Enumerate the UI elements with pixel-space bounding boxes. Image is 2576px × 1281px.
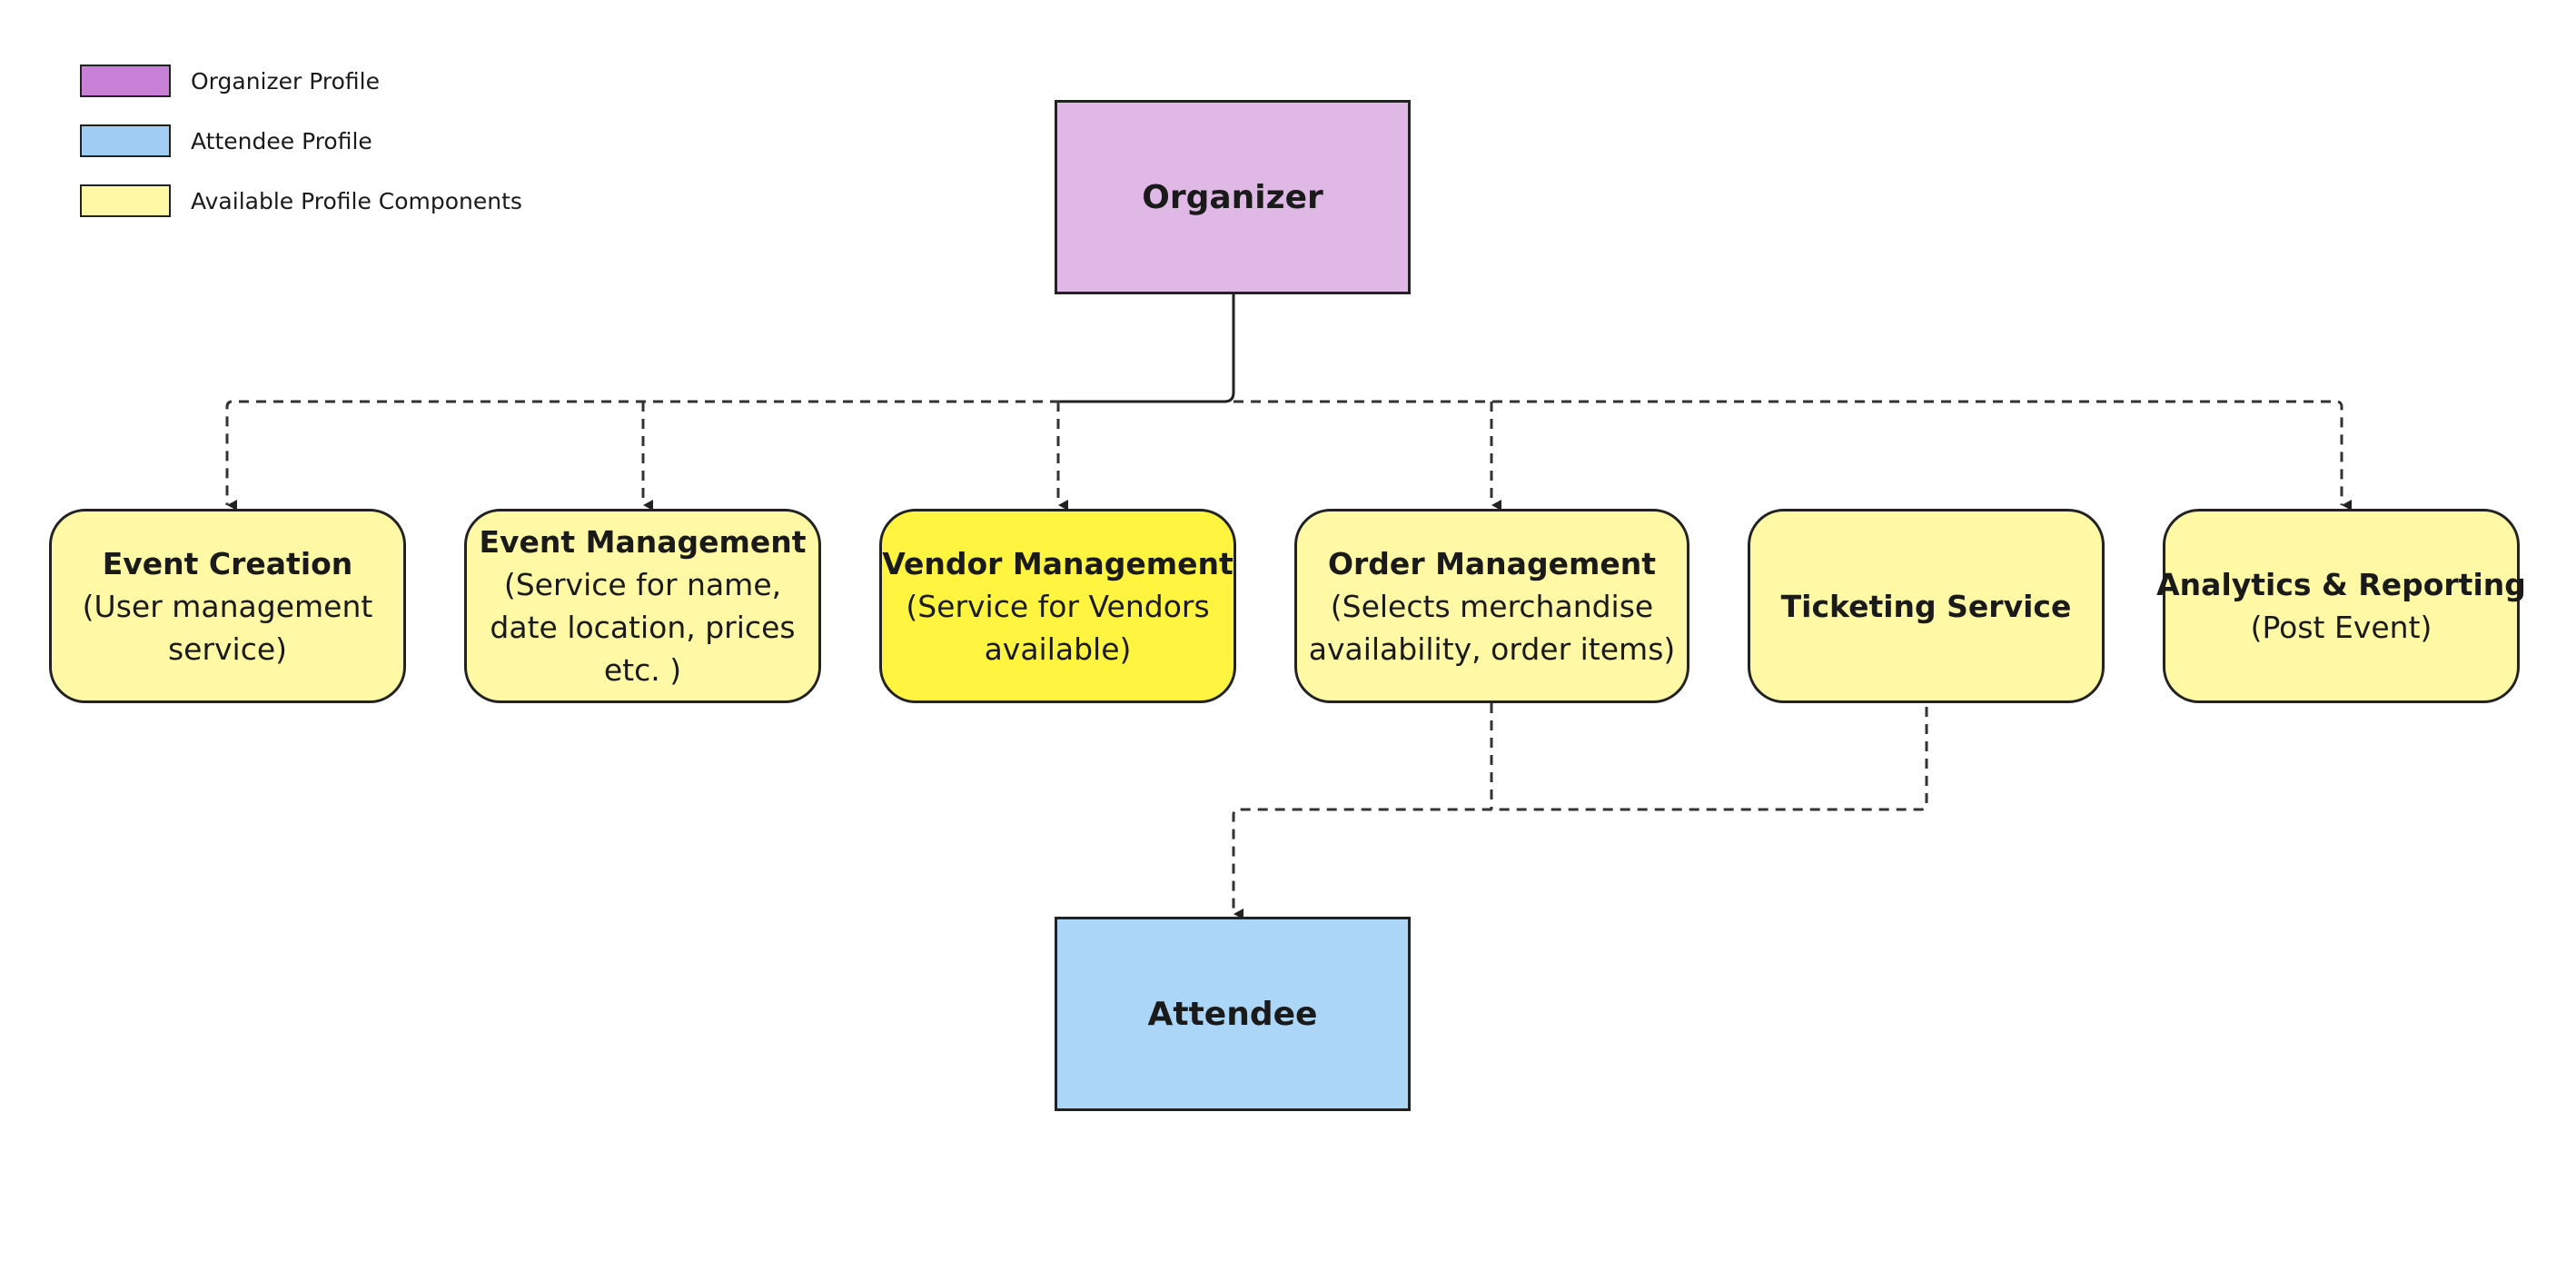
legend-swatch-organizer — [80, 65, 171, 97]
organizer-node: Organizer — [1055, 100, 1411, 294]
vendor-management-node: Vendor Management (Service for Vendors a… — [879, 509, 1236, 703]
event-creation-node: Event Creation (User management service) — [49, 509, 406, 703]
order-management-title: Order Management — [1327, 545, 1656, 581]
organizer-label: Organizer — [1142, 178, 1323, 216]
event-management-node: Event Management (Service for name, date… — [464, 509, 821, 703]
attendee-label: Attendee — [1147, 995, 1318, 1033]
event-management-title: Event Management — [479, 524, 807, 560]
legend-item-attendee: Attendee Profile — [80, 123, 372, 159]
vendor-management-description: (Service for Vendors available) — [906, 588, 1210, 667]
analytics-reporting-node: Analytics & Reporting (Post Event) — [2156, 509, 2526, 703]
order-management-node: Order Management (Selects merchandise av… — [1294, 509, 1689, 703]
organizer-trunk-line — [1060, 294, 1235, 403]
vendor-management-title: Vendor Management — [882, 545, 1234, 581]
legend-swatch-attendee — [80, 124, 171, 157]
event-creation-description: (User management service) — [82, 588, 373, 667]
legend-item-organizer: Organizer Profile — [80, 63, 380, 99]
analytics-reporting-description: (Post Event) — [2250, 610, 2432, 645]
ticketing-service-title: Ticketing Service — [1780, 588, 2072, 624]
analytics-reporting-title: Analytics & Reporting — [2156, 567, 2526, 602]
legend-item-components: Available Profile Components — [80, 183, 522, 219]
attendee-node: Attendee — [1055, 917, 1411, 1111]
legend-label-components: Available Profile Components — [191, 187, 522, 214]
legend-swatch-components — [80, 184, 171, 217]
event-management-description: (Service for name, date location, prices… — [490, 567, 796, 688]
organizer-branch-lines — [225, 400, 2352, 511]
legend-label-attendee: Attendee Profile — [191, 127, 372, 154]
event-creation-title: Event Creation — [102, 545, 353, 581]
legend-label-organizer: Organizer Profile — [191, 67, 380, 94]
ticketing-service-node: Ticketing Service — [1748, 509, 2105, 703]
attendee-feed-lines — [1232, 703, 1928, 919]
order-management-description: (Selects merchandise availability, order… — [1308, 588, 1676, 667]
